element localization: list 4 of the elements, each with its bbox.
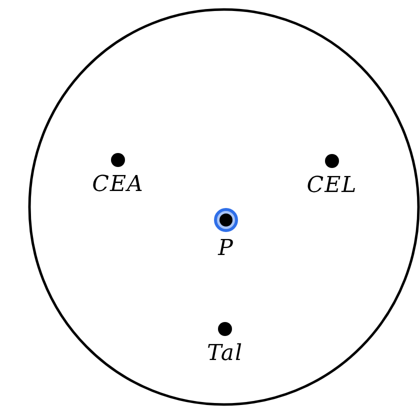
point-label: CEL bbox=[306, 175, 358, 197]
point-label: P bbox=[218, 238, 234, 260]
point-label: Tal bbox=[206, 343, 244, 365]
point-label: CEA bbox=[92, 174, 144, 196]
